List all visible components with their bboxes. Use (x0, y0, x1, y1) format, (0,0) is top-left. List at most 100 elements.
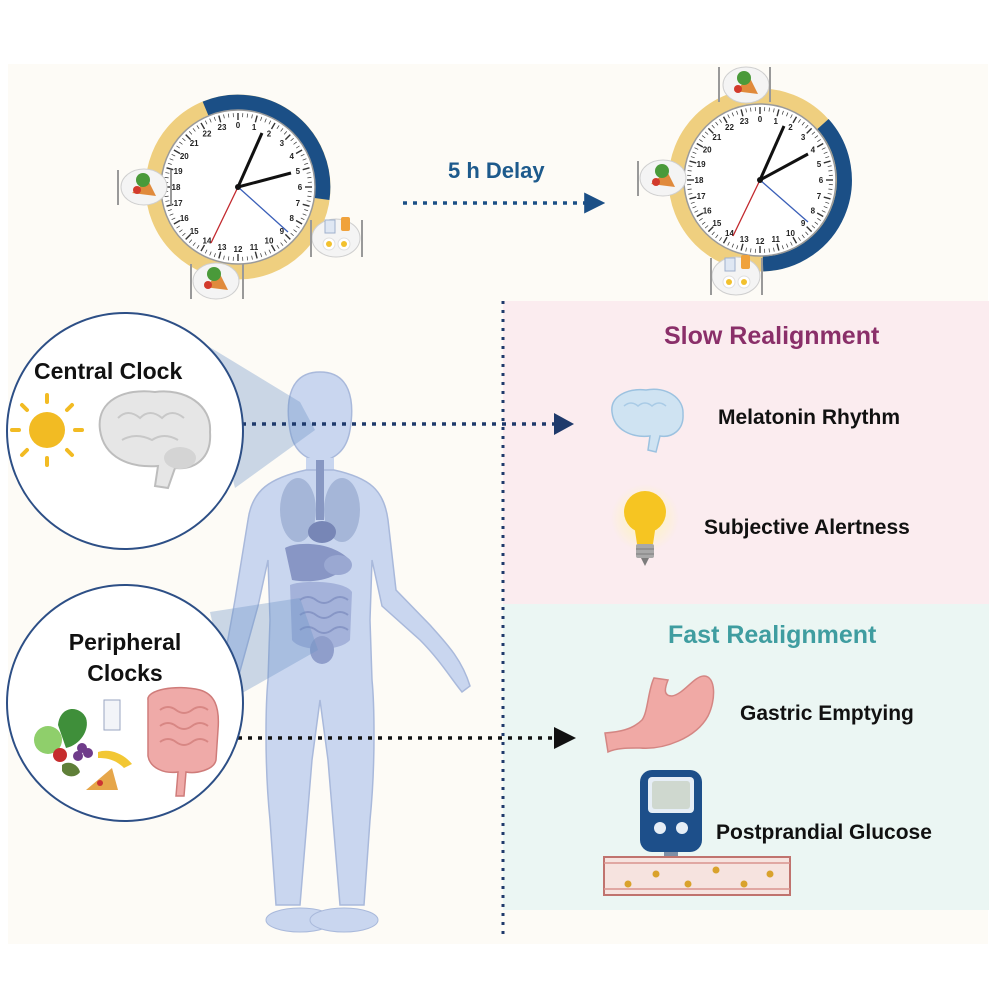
clock-tick (192, 242, 196, 246)
clock-hour-label: 18 (172, 183, 181, 192)
clock-tick (776, 243, 780, 251)
clock-tick (786, 243, 789, 248)
clock-tick (707, 226, 714, 233)
clock-tick (209, 118, 212, 123)
clock-hour-label: 6 (298, 183, 303, 192)
clock-tick (699, 218, 703, 221)
clock-hour-label: 8 (811, 207, 816, 216)
clock-tick (727, 114, 730, 119)
gastric-emptying-label: Gastric Emptying (740, 702, 914, 725)
peripheral-arrow-head (554, 727, 576, 749)
clock-hour-label: 23 (740, 117, 749, 126)
clock-tick (164, 195, 169, 198)
clock-hour-label: 2 (267, 129, 272, 138)
clock-tick (200, 244, 206, 252)
clock-tick (293, 229, 297, 233)
clock-tick (825, 201, 830, 204)
clock-tick (736, 110, 739, 115)
clock-tick (164, 176, 169, 179)
clock-tick (182, 232, 186, 237)
clock-tick (284, 134, 291, 141)
clock-tick (268, 249, 272, 254)
clock-tick (750, 107, 752, 112)
clock-tick (254, 115, 258, 123)
postprandial-glucose-label: Postprandial Glucose (716, 821, 932, 844)
meal-plate-icon (637, 159, 687, 197)
clock-tick (293, 141, 297, 145)
clock-tick (781, 110, 784, 115)
clock-tick (251, 114, 253, 119)
clock-tick (690, 201, 695, 204)
subjective-alertness-label: Subjective Alertness (704, 516, 910, 539)
clock-hour-label: 21 (712, 133, 721, 142)
clock-tick (179, 141, 183, 145)
clock-tick (814, 135, 819, 139)
brain-small-icon (611, 388, 684, 453)
clock-tick (798, 237, 801, 241)
clock-tick (290, 137, 294, 142)
clock-tick (827, 165, 832, 167)
clock-tick (823, 206, 828, 209)
clock-tick (687, 170, 692, 172)
clock-tick (811, 131, 816, 135)
clock-tick (745, 247, 747, 252)
clock-tick (806, 127, 813, 134)
clock-hour-label: 2 (788, 123, 793, 132)
clock-tick (823, 151, 828, 154)
clock-tick (284, 233, 291, 240)
clock-tick (689, 160, 697, 164)
clock-tick (711, 231, 715, 236)
clock-tick (792, 236, 798, 244)
clock-tick (165, 172, 170, 174)
clock-tick (814, 221, 819, 225)
clock-hour-label: 13 (218, 243, 227, 252)
clock-tick (692, 206, 697, 209)
melatonin-rhythm-label: Melatonin Rhythm (718, 406, 900, 429)
clock-hour-label: 19 (174, 167, 183, 176)
clock-tick (805, 231, 809, 236)
clock-tick (790, 241, 793, 246)
clock-tick (801, 234, 805, 239)
clock-hour-label: 1 (252, 123, 257, 132)
clock-tick (692, 151, 697, 154)
breakfast-plate-icon (310, 217, 363, 258)
clock-tick (823, 160, 831, 164)
clock-hour-label: 3 (801, 133, 806, 142)
clock-tick (817, 218, 821, 221)
clock-tick (827, 193, 832, 195)
brain-icon (98, 390, 212, 490)
clock-tick (816, 142, 824, 148)
clock-tick (816, 212, 824, 218)
clock-hour-label: 1 (774, 117, 779, 126)
clock-tick (213, 116, 216, 121)
clock-tick (727, 241, 730, 246)
clock-hour-label: 23 (218, 123, 227, 132)
clock-tick (805, 124, 809, 129)
clock-hour-label: 22 (725, 123, 734, 132)
clock-tick (296, 145, 300, 149)
clock-tick (246, 256, 249, 261)
clock-tick (254, 251, 258, 259)
clock-tick (176, 145, 180, 149)
central-clock-label: Central Clock (34, 358, 183, 384)
clock-tick (701, 221, 706, 225)
clock-hour-label: 12 (234, 245, 243, 254)
human-body-icon (217, 371, 471, 933)
clock-tick (821, 210, 826, 213)
clock-tick (196, 245, 200, 249)
clock-tick (223, 255, 225, 260)
slow-realignment-title: Slow Realignment (664, 322, 880, 350)
clock-tick (806, 226, 813, 233)
clock-tick (689, 196, 697, 200)
clock-tick (699, 139, 703, 142)
clock-hour-label: 20 (180, 152, 189, 161)
clock-hour-label: 4 (811, 146, 816, 155)
clock-hour-label: 14 (203, 237, 212, 246)
clock-tick (825, 156, 830, 159)
clock-tick (165, 200, 170, 202)
clock-tick (280, 128, 284, 132)
